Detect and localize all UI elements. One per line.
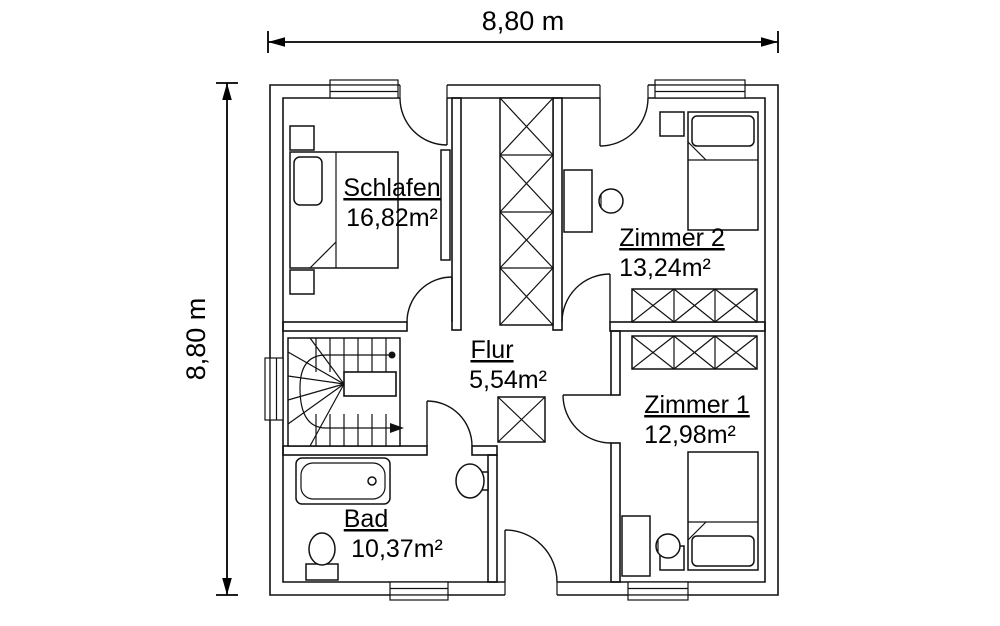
furniture <box>287 97 759 581</box>
schlafen-area: 16,82m² <box>346 204 438 232</box>
door-schlafen-balcony-icon <box>399 84 448 146</box>
windows <box>264 79 746 601</box>
bad-area: 10,37m² <box>351 535 443 563</box>
stair-walkline-start <box>388 351 396 359</box>
wall-schlafen-flur <box>451 97 462 331</box>
bad-name: Bad <box>344 505 388 533</box>
room-label-flur: Flur 5,54m² <box>469 336 547 394</box>
wardrobe-zimmer2-icon <box>631 288 758 323</box>
room-label-schlafen: Schlafen 16,82m² <box>343 174 440 232</box>
window-stairs-icon <box>264 357 284 421</box>
dimension-arrow-up-icon <box>222 83 232 100</box>
door-bad-icon <box>426 400 473 447</box>
flur-area: 5,54m² <box>469 366 547 394</box>
left-dimension: 8,80 m <box>181 82 238 596</box>
door-entrance-icon <box>504 529 558 596</box>
wall-zimmer2-zimmer1 <box>609 321 766 332</box>
dimension-arrow-right-icon <box>761 37 778 47</box>
room-label-zimmer1: Zimmer 1 12,98m² <box>644 391 750 449</box>
desk-zimmer2-icon <box>563 169 624 233</box>
doors <box>399 84 649 596</box>
wall-bad-north-left <box>282 445 428 456</box>
zimmer2-name: Zimmer 2 <box>619 224 725 252</box>
wall-bad-east <box>487 454 498 583</box>
sink-icon <box>455 463 489 499</box>
door-zimmer1-icon <box>562 394 612 444</box>
door-zimmer2-balcony-icon <box>599 84 649 147</box>
wall-schlafen-south <box>282 321 408 332</box>
bed-schlafen-icon <box>289 125 451 295</box>
room-label-bad: Bad 10,37m² <box>344 505 443 563</box>
width-dimension-label: 8,80 m <box>482 6 565 36</box>
zimmer2-area: 13,24m² <box>619 254 711 282</box>
dimension-arrow-down-icon <box>222 578 232 595</box>
bed-zimmer2-icon <box>659 111 759 231</box>
zimmer1-name: Zimmer 1 <box>644 391 750 419</box>
bathtub-icon <box>295 457 391 505</box>
closet-shaft-icon <box>499 97 554 326</box>
closet-flur-icon <box>497 396 546 443</box>
height-dimension-label: 8,80 m <box>181 298 211 381</box>
room-labels: Schlafen 16,82m² Zimmer 2 13,24m² Flur 5… <box>343 174 749 563</box>
zimmer1-area: 12,98m² <box>644 421 736 449</box>
toilet-icon <box>305 532 339 581</box>
schlafen-name: Schlafen <box>343 174 440 202</box>
desk-zimmer1-icon <box>621 515 681 577</box>
dimension-arrow-left-icon <box>268 37 285 47</box>
wardrobe-zimmer1-icon <box>631 335 758 370</box>
wall-zimmer2-flur <box>552 97 563 331</box>
wall-zimmer1-west-upper <box>610 330 621 396</box>
window-zimmer1-icon <box>627 581 689 601</box>
door-schlafen-icon <box>406 276 453 323</box>
flur-name: Flur <box>470 336 513 364</box>
window-zimmer2-icon <box>654 79 746 99</box>
top-dimension: 8,80 m <box>267 6 779 53</box>
window-bad-icon <box>389 581 449 601</box>
stair-walkline-arrow-icon <box>390 423 404 433</box>
wall-bad-north-right <box>471 445 498 456</box>
door-zimmer2-icon <box>561 273 611 323</box>
stairs-icon <box>287 337 404 447</box>
window-schlafen-icon <box>329 79 399 99</box>
wall-zimmer1-west-lower <box>610 442 621 583</box>
room-label-zimmer2: Zimmer 2 13,24m² <box>619 224 725 282</box>
